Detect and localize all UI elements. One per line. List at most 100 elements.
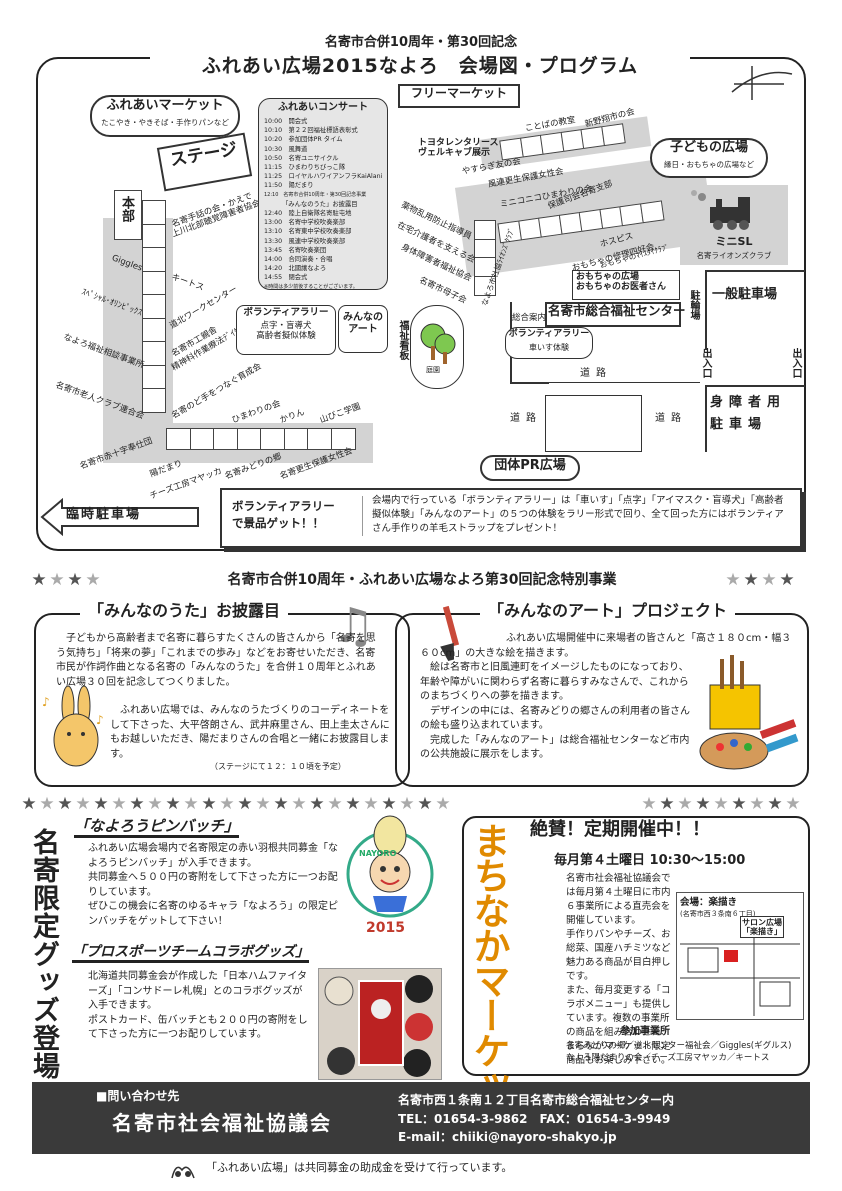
star-icon: ★ — [363, 794, 379, 814]
minisl-title: ミニSL — [715, 235, 753, 248]
art-p1: ふれあい広場開催中に来場者の皆さんと「高さ１８０cm・幅３６０cm」の大きな絵を… — [420, 633, 792, 659]
concert-item: 14:20 北國譲なよろ — [264, 265, 327, 273]
kids-bubble — [650, 138, 768, 178]
parking-general — [705, 270, 805, 350]
star-icon: ★ — [237, 794, 253, 814]
pro-title: 「プロスポーツチームコラボグッズ」 — [72, 944, 310, 964]
star-icon: ★ — [743, 570, 759, 590]
concert-item: 10:30 風舞道 — [264, 145, 308, 153]
welfare-center-label: 名寄市総合福祉センター — [548, 303, 686, 318]
garden — [410, 305, 464, 389]
song-body: 子どもから高齢者まで名寄に暮らすたくさんの皆さんから「名寄を思う気持ち」「将来の… — [56, 632, 376, 690]
star-icon: ★ — [659, 794, 675, 814]
rally-center-bubble — [505, 327, 593, 359]
pin-text: ふれあい広場会場内で名寄限定の赤い羽根共同募金「なよろうピンバッチ」が入手できま… — [88, 843, 338, 927]
red-feather-icon — [168, 1158, 198, 1184]
star-icon: ★ — [309, 794, 325, 814]
star-icon: ★ — [219, 794, 235, 814]
footer-org: 名寄市社会福祉協議会 — [112, 1111, 332, 1135]
exit-label-2: 出入口 — [790, 348, 801, 378]
concert-item: 11:15 ひまわりちびっこ隊 — [264, 164, 346, 172]
star-icon: ★ — [725, 570, 741, 590]
nayorou-mascot: NAYORO — [345, 814, 435, 934]
concert-item: 13:45 名寄吹奏楽団 — [264, 246, 327, 254]
star-icon: ★ — [183, 794, 199, 814]
temp-parking-label: 臨時駐車場 — [66, 507, 142, 522]
music-note-icon: ♫ — [332, 598, 376, 654]
north-mark — [724, 62, 798, 102]
rally-inside-sub: 点字・盲導犬 高齢者擬似体験 — [256, 321, 316, 341]
special-heading: 名寄市合併10周年・ふれあい広場なよろ第30回記念特別事業 — [227, 572, 617, 588]
temp-parking-arrow — [40, 497, 200, 537]
machinaka-salon: サロン広場 「楽描き」 — [740, 916, 784, 939]
concert-item: 11:50 陽だまり — [264, 182, 314, 190]
fukushi-sign-label: 福祉看板 — [397, 320, 408, 360]
rabbit-icon: ♪♪ — [40, 684, 110, 774]
goods-side-title: 名寄限定グッズ登場 — [28, 828, 59, 1080]
road-lines — [510, 382, 700, 383]
star-row-left: ★★★★ — [30, 570, 102, 590]
star-icon: ★ — [67, 570, 83, 590]
pr-label: 団体PR広場 — [494, 458, 566, 473]
star-icon: ★ — [31, 570, 47, 590]
info-label: 総合案内 — [512, 313, 547, 323]
song-p2: ふれあい広場では、みんなのうたづくりのコーディネートをして下さった、大平啓朗さん… — [110, 705, 390, 760]
star-icon: ★ — [677, 794, 693, 814]
road-label-3: 道路 — [655, 413, 687, 424]
parking-general-label: 一般駐車場 — [712, 287, 778, 302]
road-label-1: 道路 — [580, 368, 612, 379]
machinaka-venue: 会場：楽描き — [680, 897, 738, 908]
star-icon: ★ — [785, 794, 801, 814]
bottom-booth-row — [166, 428, 356, 450]
star-icon: ★ — [147, 794, 163, 814]
machinaka-box — [462, 816, 810, 1076]
rally-note-text: 会場内で行っている「ボランティアラリー」は「車いす」「点字」「アイマスク・盲導犬… — [372, 495, 784, 534]
star-icon: ★ — [695, 794, 711, 814]
page-title: ふれあい広場2015なよろ 会場図・プログラム — [150, 55, 690, 78]
star-row-machinaka: ★★★★★★★★★ — [640, 794, 802, 814]
train-icon — [691, 190, 750, 230]
footer-address: 名寄市西１条南１２丁目名寄市総合福祉センター内 — [398, 1093, 675, 1107]
market-sub: たこやき・やきそば・手作りパンなど — [101, 118, 229, 127]
concert-item: 10:10 第２２回福祉標語表彰式 — [264, 127, 358, 135]
star-icon: ★ — [767, 794, 783, 814]
concert-item: 13:30 風連中学校吹奏楽部 — [264, 237, 346, 245]
minna-art-label: みんなの アート — [343, 312, 383, 335]
svg-text:♪: ♪ — [96, 713, 104, 727]
headquarters-box — [114, 190, 142, 240]
concert-item: 10:50 名寄ユニサイクル — [264, 154, 339, 162]
star-icon: ★ — [417, 794, 433, 814]
footer-email: E-mail：chiiki@nayoro-shakyo.jp — [398, 1130, 617, 1144]
star-icon: ★ — [129, 794, 145, 814]
svg-text:NAYORO: NAYORO — [359, 849, 397, 858]
star-icon: ★ — [111, 794, 127, 814]
star-icon: ★ — [21, 794, 37, 814]
star-icon: ★ — [201, 794, 217, 814]
rally-note-tag — [228, 496, 363, 536]
concert-item: 10:20 参加団体PR タイム — [264, 136, 343, 144]
disabled-parking — [705, 385, 805, 452]
star-icon: ★ — [381, 794, 397, 814]
concert-item: 10:00 開会式 — [264, 118, 308, 125]
garden-label: 庭園 — [426, 366, 440, 374]
machinaka-text: 名寄市社会福祉協議会では毎月第４土曜日に市内６事業所による直売会を開催しています… — [566, 873, 671, 1066]
star-icon: ★ — [749, 794, 765, 814]
rally-inside-title: ボランティアラリー — [243, 307, 329, 318]
toy-hospital-box — [572, 270, 680, 300]
pin-year: 2015 — [366, 920, 405, 936]
star-icon: ★ — [49, 570, 65, 590]
art-p4: 完成した「みんなのアート」は総合福祉センターなど市内の公共施設に展示をします。 — [420, 734, 690, 761]
rally-note-title: ボランティアラリー で景品ゲット！！ — [232, 499, 335, 530]
footer-tel: TEL：01654-3-9862 FAX：01654-3-9949 — [398, 1112, 671, 1126]
minna-art-box — [338, 305, 388, 353]
star-icon: ★ — [85, 570, 101, 590]
toy-hospital-label: おもちゃの広場 おもちゃのお医者さん — [576, 272, 667, 293]
paintbrush-icon — [422, 602, 482, 662]
footer-bar — [32, 1082, 810, 1154]
machinaka-schedule: 毎月第４土曜日 10:30～15:00 — [554, 853, 746, 868]
star-icon: ★ — [345, 794, 361, 814]
concert-list: 10:00 開会式 10:10 第２２回福祉標語表彰式 10:20 参加団体PR… — [264, 117, 386, 292]
star-icon: ★ — [165, 794, 181, 814]
rally-inside-box — [236, 305, 336, 355]
rally-center-title: ボランティアラリー — [508, 329, 590, 339]
